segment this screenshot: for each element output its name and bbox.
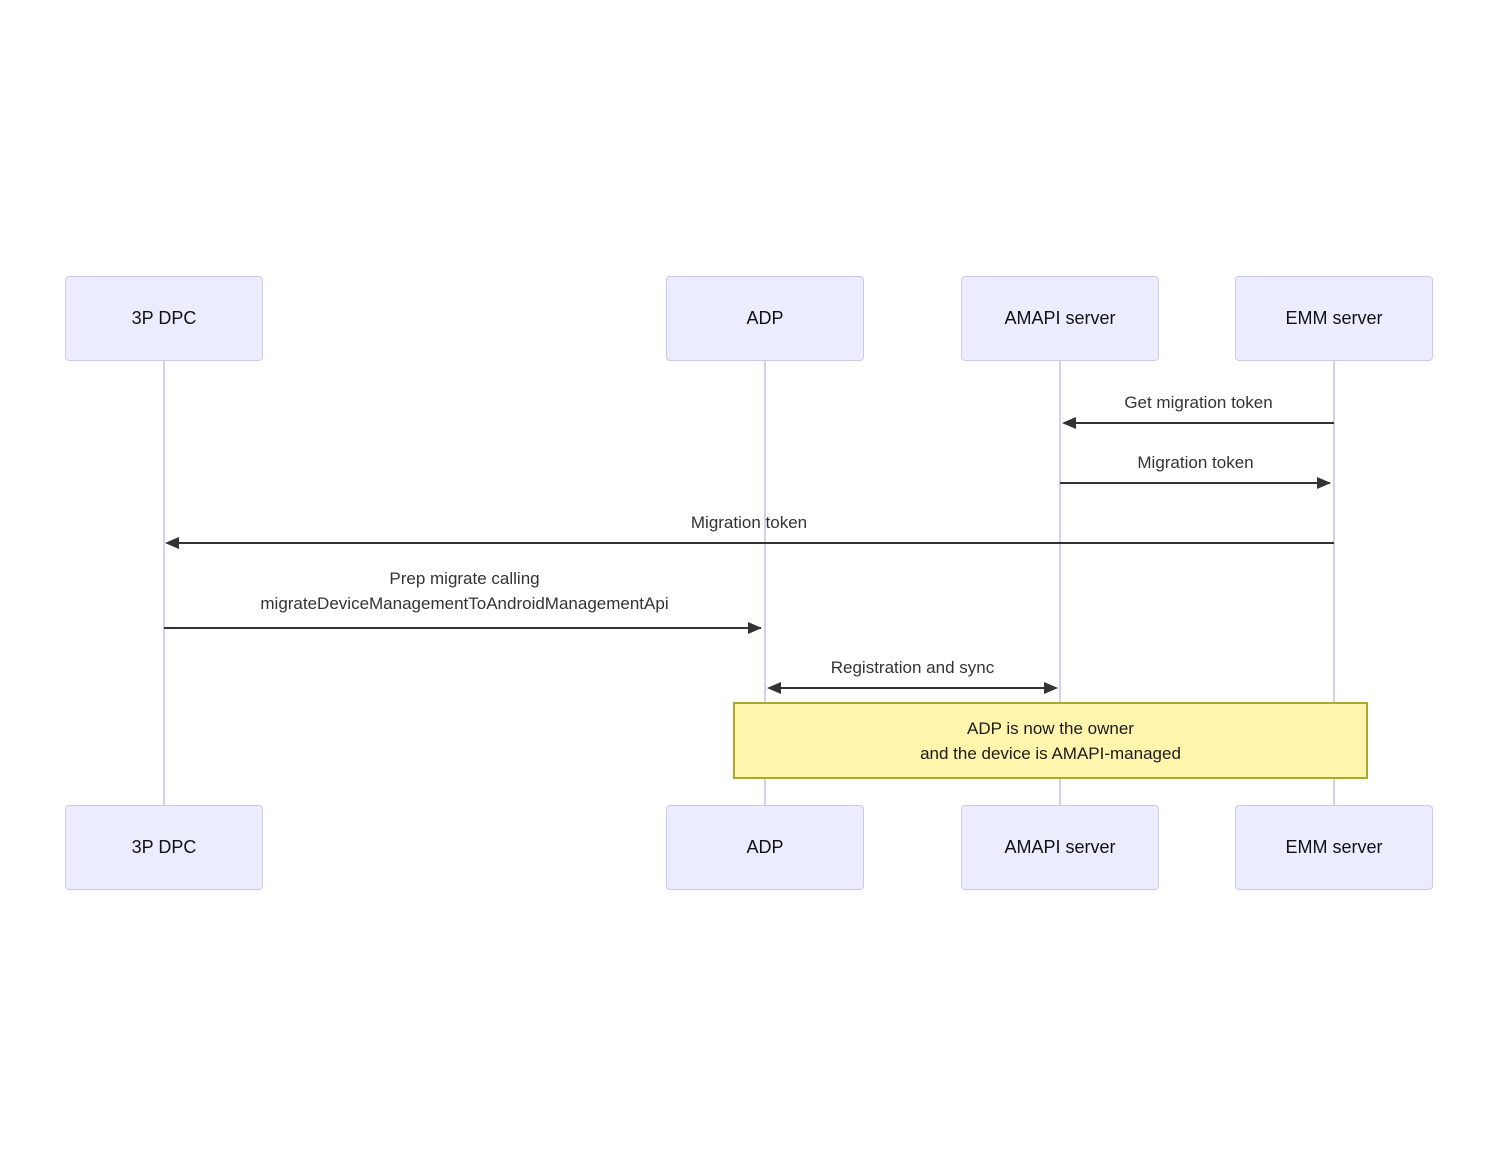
arrow-left-icon [1062, 417, 1076, 429]
actor-box-emm-server-top: EMM server [1235, 276, 1433, 361]
lifeline-3p-dpc [163, 361, 165, 806]
actor-label: EMM server [1285, 837, 1383, 857]
arrow-left-icon [165, 537, 179, 549]
actor-box-adp-bottom: ADP [666, 805, 864, 890]
arrow-left-icon [767, 682, 781, 694]
actor-label: 3P DPC [131, 308, 197, 328]
lifeline-emm-server [1333, 361, 1335, 806]
message-arrow-migration-token [1060, 482, 1330, 484]
message-label-registration-and-sync: Registration and sync [830, 658, 995, 677]
message-arrow-registration-and-sync [770, 687, 1055, 689]
arrow-right-icon [1317, 477, 1331, 489]
actor-box-amapi-server-top: AMAPI server [961, 276, 1159, 361]
actor-label: EMM server [1285, 308, 1383, 328]
note-adp-owner: ADP is now the owner and the device is A… [733, 702, 1368, 779]
actor-box-amapi-server-bottom: AMAPI server [961, 805, 1159, 890]
message-arrow-prep-migrate [164, 627, 761, 629]
lifeline-amapi-server [1059, 361, 1061, 806]
actor-label: 3P DPC [131, 837, 197, 857]
message-label-migration-token: Migration token [1137, 453, 1254, 472]
actor-label: AMAPI server [1004, 308, 1116, 328]
actor-box-3p-dpc-bottom: 3P DPC [65, 805, 263, 890]
message-arrow-get-migration-token [1064, 422, 1334, 424]
actor-box-emm-server-bottom: EMM server [1235, 805, 1433, 890]
actor-label: ADP [746, 837, 784, 857]
arrow-right-icon [1044, 682, 1058, 694]
actor-box-3p-dpc-top: 3P DPC [65, 276, 263, 361]
message-label-prep-migrate: Prep migrate calling migrateDeviceManage… [260, 569, 669, 613]
actor-box-adp-top: ADP [666, 276, 864, 361]
arrow-right-icon [748, 622, 762, 634]
message-label-migration-token-to-dpc: Migration token [690, 513, 808, 532]
actor-label: ADP [746, 308, 784, 328]
message-label-get-migration-token: Get migration token [1124, 393, 1273, 412]
actor-label: AMAPI server [1004, 837, 1116, 857]
lifeline-adp [764, 361, 766, 806]
message-arrow-migration-token-to-dpc [167, 542, 1334, 544]
